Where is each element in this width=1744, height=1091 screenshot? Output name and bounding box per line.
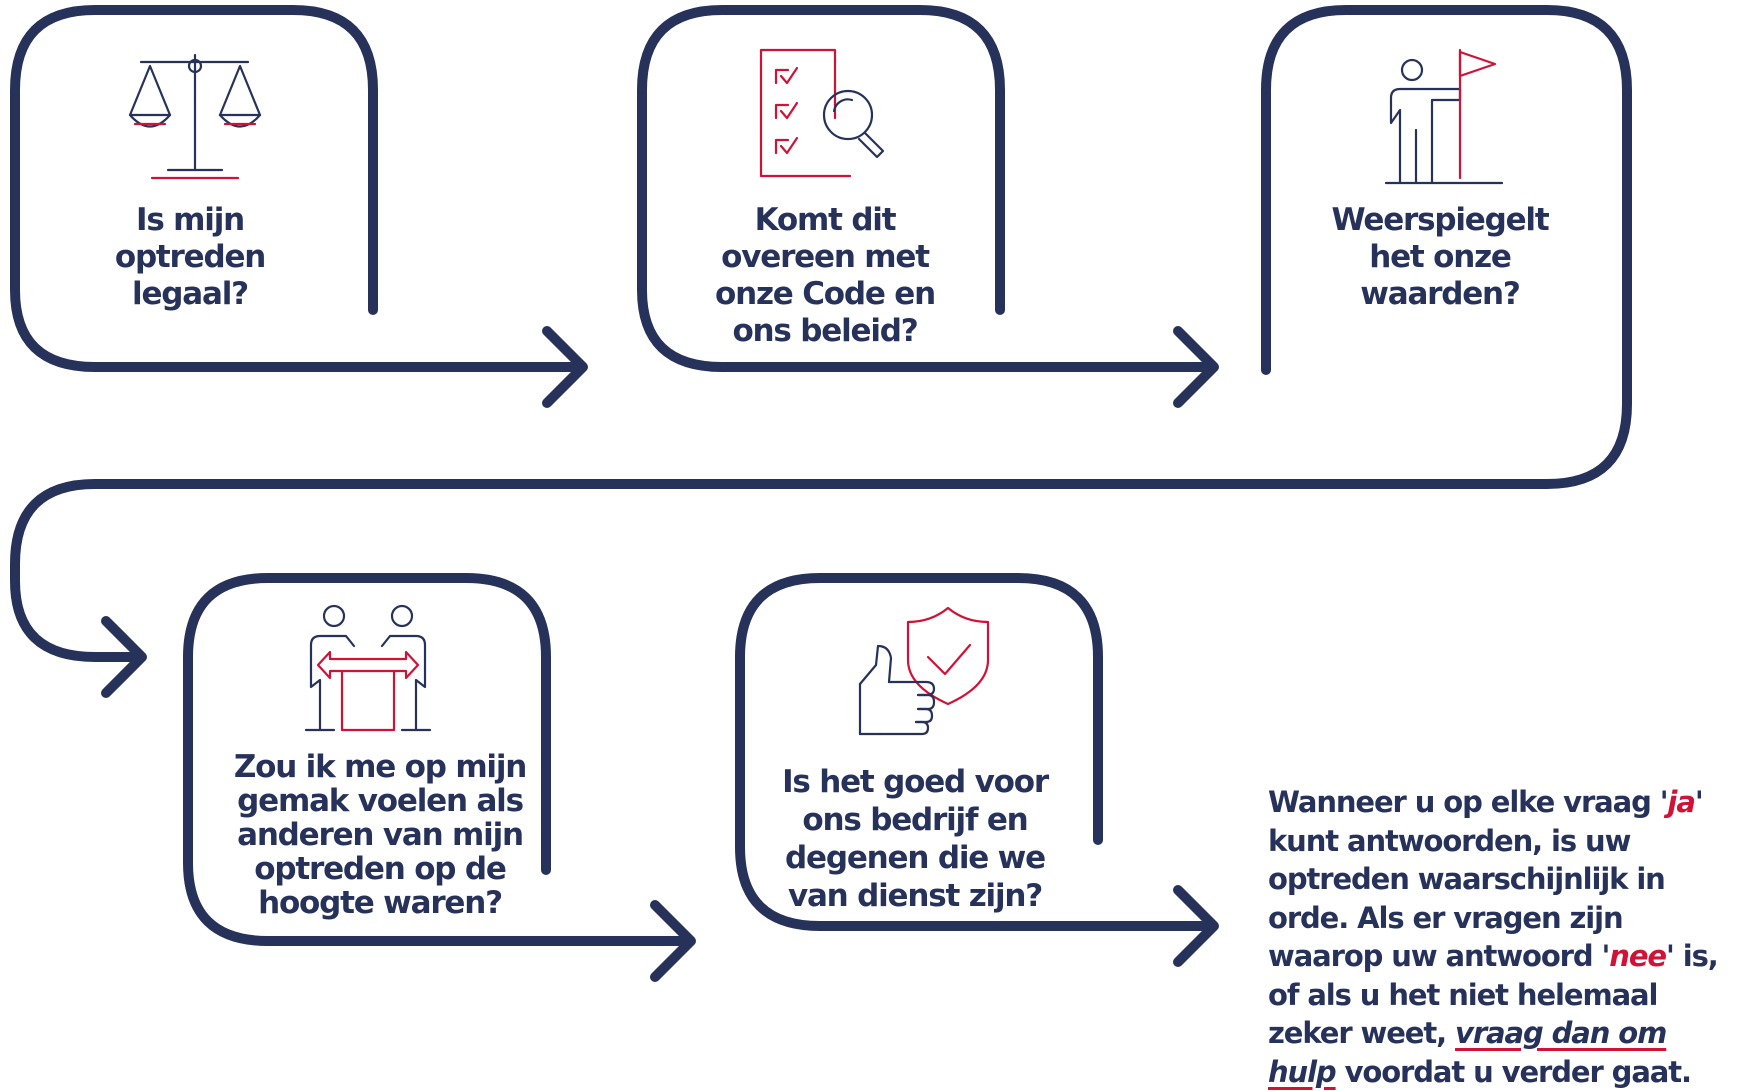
step-5-question: Is het goed voor ons bedrijf en degenen … bbox=[782, 764, 1049, 914]
flow-connector-5 bbox=[735, 573, 1213, 931]
flow-connector-4 bbox=[183, 573, 690, 946]
thumbs-up-shield-icon bbox=[858, 606, 990, 736]
people-exchange-icon bbox=[304, 604, 432, 732]
step-3-question: Weerspiegelt het onze waarden? bbox=[1331, 202, 1550, 312]
scales-icon bbox=[128, 53, 262, 180]
step-4-question: Zou ik me op mijn gemak voelen als ander… bbox=[233, 749, 527, 921]
conclusion-text: Wanneer u op elke vraag 'ja' kunt antwoo… bbox=[1268, 783, 1738, 1091]
conclusion-part-3: ' is, of als u het niet helemaal zeker w… bbox=[1268, 939, 1719, 1050]
step-1-question: Is mijn optreden legaal? bbox=[114, 202, 267, 312]
conclusion-part-1: Wanneer u op elke vraag ' bbox=[1268, 785, 1669, 819]
conclusion-part-4: voordat u verder gaat. bbox=[1335, 1054, 1692, 1089]
checklist-search-icon bbox=[759, 48, 885, 178]
arrow-head-2 bbox=[1173, 326, 1219, 408]
person-flag-icon bbox=[1384, 48, 1504, 185]
flow-connector-1 bbox=[10, 5, 582, 372]
arrow-head-5 bbox=[1173, 885, 1219, 967]
flow-connector-3 bbox=[10, 5, 1632, 662]
answer-yes: ja bbox=[1667, 785, 1696, 819]
step-2-question: Komt dit overeen met onze Code en ons be… bbox=[715, 202, 936, 349]
conclusion-part-2: ' kunt antwoorden, is uw optreden waarsc… bbox=[1268, 785, 1704, 973]
flow-connector-2 bbox=[637, 5, 1213, 372]
answer-no: nee bbox=[1609, 939, 1667, 973]
ask-for-help-link[interactable]: vraag dan om hulp bbox=[1268, 1016, 1667, 1089]
arrow-head-1 bbox=[542, 326, 588, 408]
arrow-head-4 bbox=[650, 900, 696, 982]
arrow-head-3 bbox=[101, 616, 147, 698]
